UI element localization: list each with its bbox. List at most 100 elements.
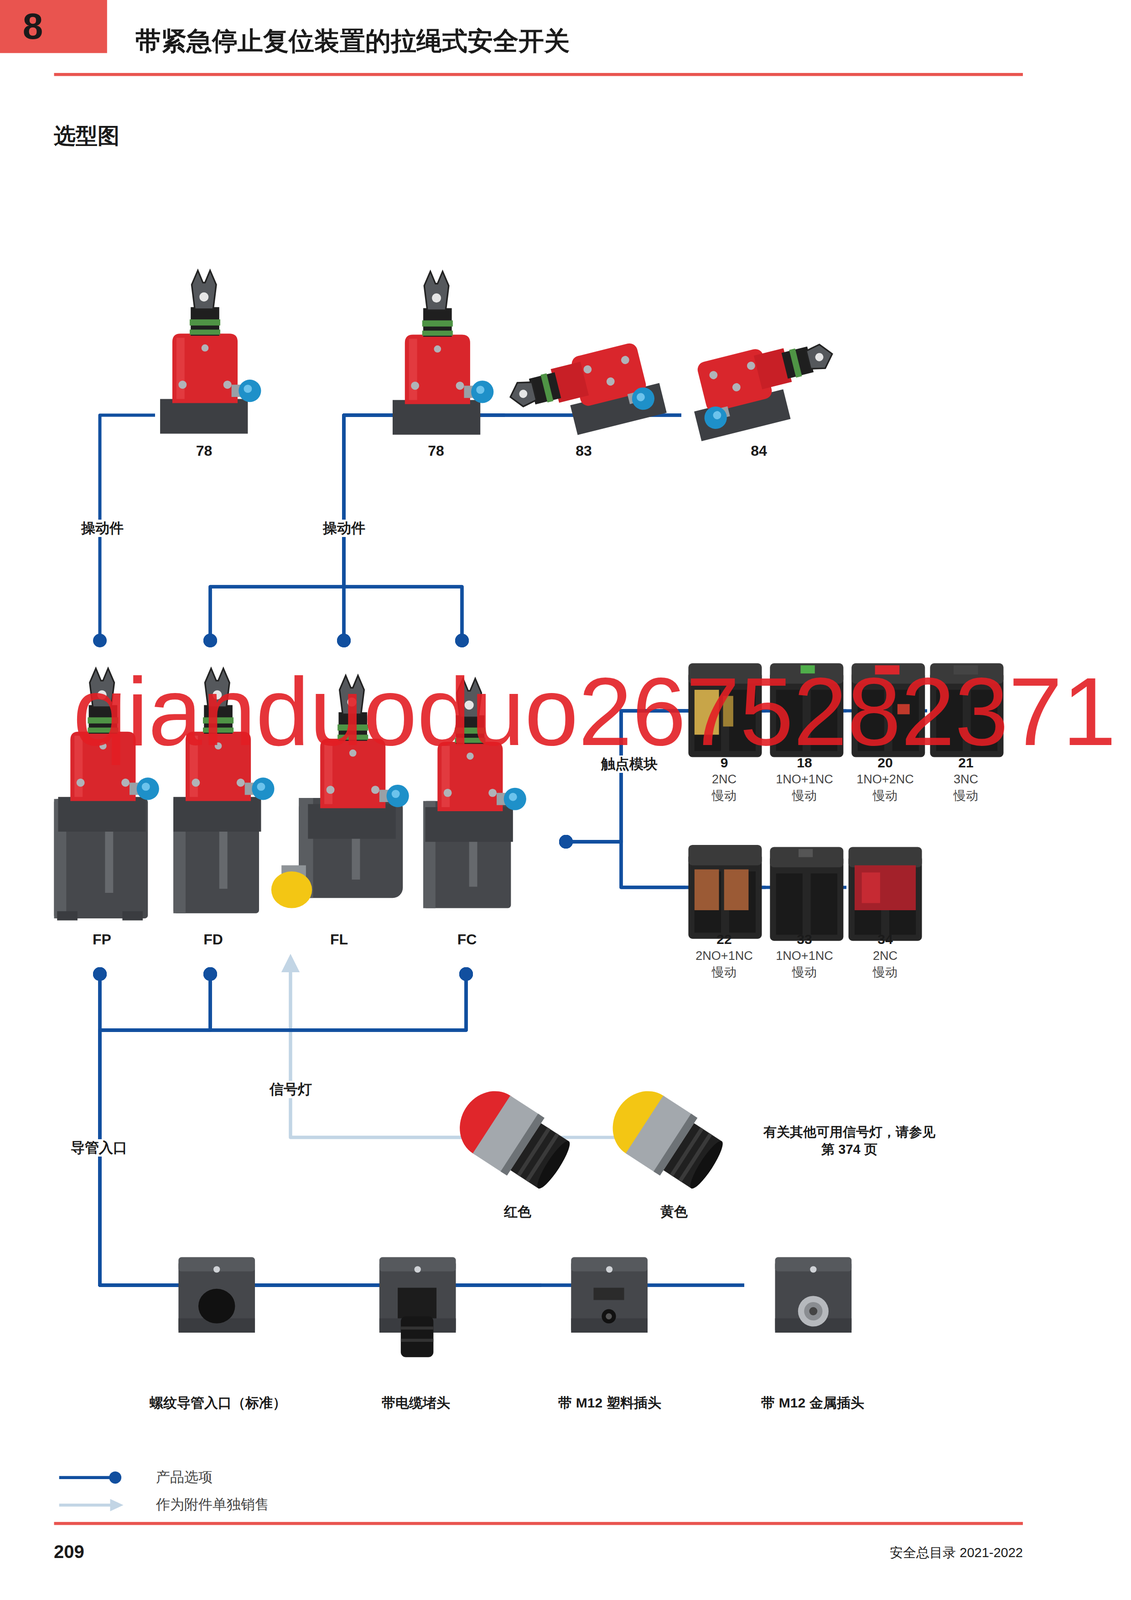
conduit-entry-picture — [570, 1256, 648, 1333]
contact-rating: 慢动 — [711, 787, 737, 804]
module-number: 20 — [877, 754, 893, 771]
junction-dot — [559, 834, 573, 849]
module-number: 34 — [877, 930, 893, 948]
contact-module-picture — [694, 869, 720, 910]
contact-module-option: 222NO+1NC慢动 — [685, 839, 763, 983]
legend-sample-line — [108, 1470, 122, 1484]
option-code: 78 — [196, 441, 213, 460]
contact-module-picture — [848, 846, 923, 941]
junction-dot — [455, 633, 469, 648]
signal-lamp-option: 黄色 — [622, 1093, 726, 1224]
junction-dot — [559, 834, 573, 849]
option-label: 带电缆堵头 — [381, 1393, 451, 1412]
switch-body-picture — [122, 910, 143, 920]
edge-label: 操动件 — [319, 519, 369, 537]
switch-body-picture — [271, 871, 312, 908]
junction-dot — [203, 633, 218, 648]
watermark: qianduoduo2675282371 — [72, 670, 1116, 753]
switch-body-picture — [104, 820, 114, 893]
contact-module-picture — [848, 846, 923, 941]
conduit-entry-picture — [798, 1295, 829, 1326]
actuator-picture — [392, 271, 494, 435]
actuator-option: 83 — [504, 266, 663, 463]
actuator-picture — [683, 331, 846, 441]
option-connector — [99, 973, 542, 1285]
option-connector — [210, 415, 388, 641]
actuator-picture — [504, 338, 667, 449]
option-connector — [99, 973, 211, 1285]
conduit-entry-picture — [400, 1338, 434, 1342]
contact-rating: 1NO+2NC — [856, 770, 914, 788]
page-number: 209 — [53, 1540, 85, 1562]
contact-rating: 2NC — [872, 947, 898, 964]
module-number: 21 — [958, 754, 974, 771]
contact-module-picture — [769, 846, 844, 941]
contact-rating: 慢动 — [953, 787, 979, 804]
junction-dot — [203, 966, 218, 981]
legend-sample-arrow — [110, 1498, 124, 1511]
junction-dot — [337, 633, 351, 648]
conduit-entry-option: 带电缆堵头 — [347, 1249, 485, 1420]
junction-dot — [459, 966, 473, 981]
conduit-entry-picture — [804, 1301, 823, 1320]
option-connector — [99, 973, 467, 1285]
junction-dot — [203, 966, 218, 981]
edge-label: 信号灯 — [265, 1080, 316, 1098]
option-connector — [99, 973, 542, 1285]
module-number: 33 — [796, 930, 812, 948]
option-code: 83 — [575, 441, 592, 460]
contact-module-picture — [688, 844, 762, 939]
junction-dot — [559, 834, 573, 849]
actuator-option: 78 — [155, 266, 254, 463]
edge-label: 导管入口 — [67, 1138, 131, 1157]
module-number: 22 — [716, 930, 732, 948]
actuator-option: 84 — [681, 266, 837, 463]
contact-rating: 慢动 — [711, 963, 737, 981]
contact-rating: 1NO+1NC — [775, 770, 833, 788]
legend-sample-arrow — [59, 1498, 124, 1511]
section-heading: 选型图 — [53, 123, 120, 149]
actuator-option: 78 — [387, 266, 485, 463]
junction-dot — [203, 966, 218, 981]
option-connector — [99, 973, 143, 1285]
junction-dot — [203, 966, 218, 981]
header-rule — [54, 72, 1023, 77]
conduit-entry-picture — [605, 1312, 612, 1319]
option-code: FC — [457, 929, 478, 949]
signal-lamp-picture — [600, 1078, 731, 1197]
conduit-entry-picture — [593, 1287, 624, 1300]
signal-lamp-option: 红色 — [463, 1093, 571, 1224]
option-code: FP — [92, 929, 112, 949]
module-number: 9 — [720, 754, 729, 771]
junction-dot — [93, 966, 107, 981]
conduit-entry-picture — [400, 1315, 434, 1357]
chapter-tab — [0, 0, 108, 53]
junction-dot — [93, 966, 107, 981]
page-title: 带紧急停止复位装置的拉绳式安全开关 — [135, 25, 570, 57]
edge-label: 操动件 — [77, 519, 128, 537]
conduit-entry-picture — [775, 1256, 852, 1333]
junction-dot — [93, 966, 107, 981]
contact-rating: 慢动 — [792, 963, 817, 981]
contact-module-option: 342NC慢动 — [846, 839, 924, 983]
conduit-entry-picture — [397, 1287, 437, 1318]
option-code: 84 — [750, 441, 768, 460]
option-connector — [343, 415, 682, 641]
contact-rating: 慢动 — [872, 787, 898, 804]
option-connector — [99, 973, 745, 1285]
option-code: 78 — [427, 441, 445, 460]
option-connector — [99, 973, 745, 1285]
conduit-entry-picture — [198, 1288, 236, 1323]
contact-module-picture — [854, 865, 916, 910]
contact-module-picture — [688, 844, 762, 939]
junction-dot — [559, 834, 573, 849]
option-connector — [565, 841, 686, 888]
conduit-entry-picture — [809, 1306, 818, 1315]
junction-dot — [455, 633, 469, 648]
contact-module-picture — [724, 869, 749, 910]
junction-dot — [459, 966, 473, 981]
footer-rule — [54, 1521, 1023, 1525]
chapter-number: 8 — [10, 6, 56, 47]
conduit-entry-picture — [178, 1256, 255, 1333]
contact-module-picture — [769, 846, 844, 941]
